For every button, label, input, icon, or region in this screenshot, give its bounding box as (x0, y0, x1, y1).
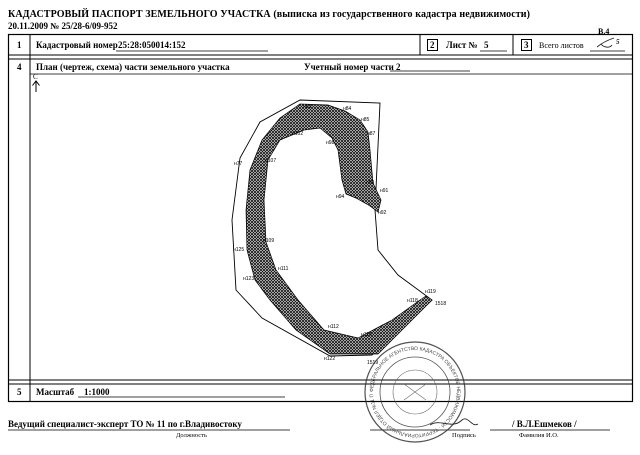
sheet-code: В.4 (598, 27, 610, 36)
svg-text:н122: н122 (324, 356, 335, 362)
svg-text:н102: н102 (292, 131, 303, 137)
north-arrow-icon (32, 80, 40, 92)
svg-text:н111: н111 (278, 266, 289, 272)
sheet-number-value: 5 (484, 40, 489, 50)
cadastral-number-label: Кадастровый номер (36, 40, 118, 50)
total-sheets-label: Всего листов (539, 41, 584, 50)
plan-label: План (чертеж, схема) части земельного уч… (36, 62, 230, 72)
row-number-1: 1 (17, 40, 22, 50)
svg-text:н82: н82 (303, 104, 312, 110)
svg-text:н87: н87 (367, 131, 376, 137)
row-number-5: 5 (17, 387, 22, 397)
part-number-label: Учетный номер части (304, 62, 394, 72)
svg-text:н90: н90 (366, 180, 375, 186)
scale-value: 1:1000 (84, 387, 110, 397)
box-2: 2 (430, 40, 435, 50)
scale-label: Масштаб (36, 387, 75, 397)
signature-mark (429, 418, 479, 426)
svg-text:н84: н84 (343, 106, 352, 112)
svg-text:н92: н92 (378, 210, 387, 216)
svg-text:н107: н107 (265, 158, 276, 164)
document-title: КАДАСТРОВЫЙ ПАСПОРТ ЗЕМЕЛЬНОГО УЧАСТКА (… (8, 9, 531, 20)
svg-text:н85: н85 (361, 117, 370, 123)
svg-text:н125: н125 (233, 247, 244, 253)
parcel-part-hatched (245, 103, 433, 355)
position-caption: Должность (176, 432, 207, 439)
svg-text:н98: н98 (326, 140, 335, 146)
parcel-boundary (231, 99, 433, 357)
svg-text:1518: 1518 (435, 301, 446, 307)
name-caption: Фамилия И.О. (519, 432, 559, 439)
point-labels: н82 н84 н85 н87 н102 н98 н107 н77 н90 н9… (233, 104, 446, 366)
total-sheets-handwriting (596, 37, 615, 48)
svg-text:н94: н94 (336, 194, 345, 200)
svg-text:н91: н91 (380, 188, 389, 194)
signer-name: / В.Л.Ешмеков / (512, 419, 577, 429)
sheet-number-label: Лист № (446, 40, 478, 50)
svg-text:н112: н112 (328, 324, 339, 330)
svg-text:н114: н114 (361, 332, 372, 338)
row-number-4: 4 (17, 62, 22, 72)
box-3: 3 (524, 40, 529, 50)
total-sheets-value: 5 (616, 38, 620, 46)
svg-text:н77: н77 (234, 161, 243, 167)
part-number-value: 2 (396, 62, 401, 72)
signature-caption: Подпись (452, 432, 476, 439)
cadastral-number-value: 25:28:050014:152 (118, 40, 186, 50)
svg-text:н119: н119 (425, 289, 436, 295)
document-date-number: 20.11.2009 № 25/28-6/09-952 (8, 21, 118, 31)
svg-text:н118: н118 (407, 298, 418, 304)
north-label: С (33, 73, 38, 81)
signer-position: Ведущий специалист-эксперт ТО № 11 по г.… (8, 419, 242, 429)
svg-text:1519: 1519 (367, 360, 378, 366)
svg-text:н123: н123 (243, 276, 254, 282)
svg-text:н109: н109 (263, 238, 274, 244)
